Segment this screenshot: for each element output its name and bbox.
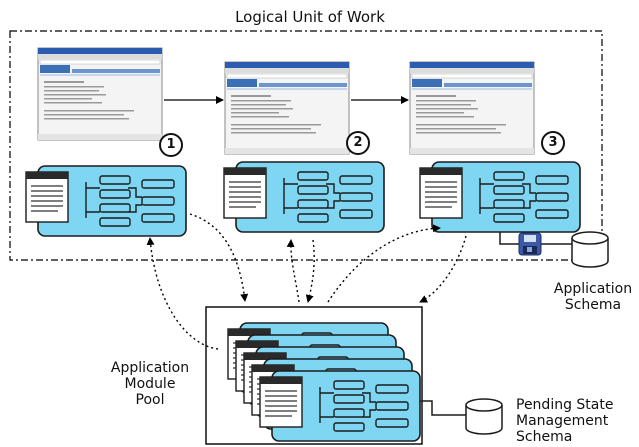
module-3-icon [419,161,581,233]
pool-label-line2: Module [124,376,176,392]
pool-label-line1: Application [110,360,190,376]
logical-unit-boundary [9,30,603,261]
step-2-badge: 2 [346,131,370,155]
save-icon [518,232,542,256]
arrow-pool-to-module1 [146,237,219,350]
arrow-pool-to-module3 [327,224,441,303]
pending-label-line3: Schema [516,429,573,445]
arrow-module3-to-pool [419,235,467,303]
pool-label-line3: Pool [135,392,165,408]
module-2-icon [223,161,385,233]
application-schema-label-line2: Schema [564,297,622,313]
screen-1-thumbnail [37,47,163,141]
module-1-icon [25,165,187,237]
step-1-badge: 1 [159,133,183,157]
pending-state-db-icon [465,398,503,435]
arrow-module2-to-pool [305,239,315,303]
save-connector-line [499,232,519,245]
screen-3-thumbnail [409,61,535,155]
screen-2-thumbnail [224,61,350,155]
arrow-module1-to-pool [189,213,249,302]
arrow-pool-to-module2a [286,239,300,303]
step-3-badge: 3 [541,131,565,155]
application-schema-label: Application Schema [548,281,638,313]
pending-label-line1: Pending State [516,397,614,413]
pool-module-5-icon [259,370,421,442]
application-schema-db-icon [571,231,609,268]
pending-state-schema-label: Pending State Management Schema [516,397,636,445]
application-schema-label-line1: Application [553,281,633,297]
pending-label-line2: Management [516,413,609,429]
application-module-pool-label: Application Module Pool [100,360,200,408]
diagram-title: Logical Unit of Work [235,8,385,26]
pool-to-pending-db-line [420,400,466,416]
